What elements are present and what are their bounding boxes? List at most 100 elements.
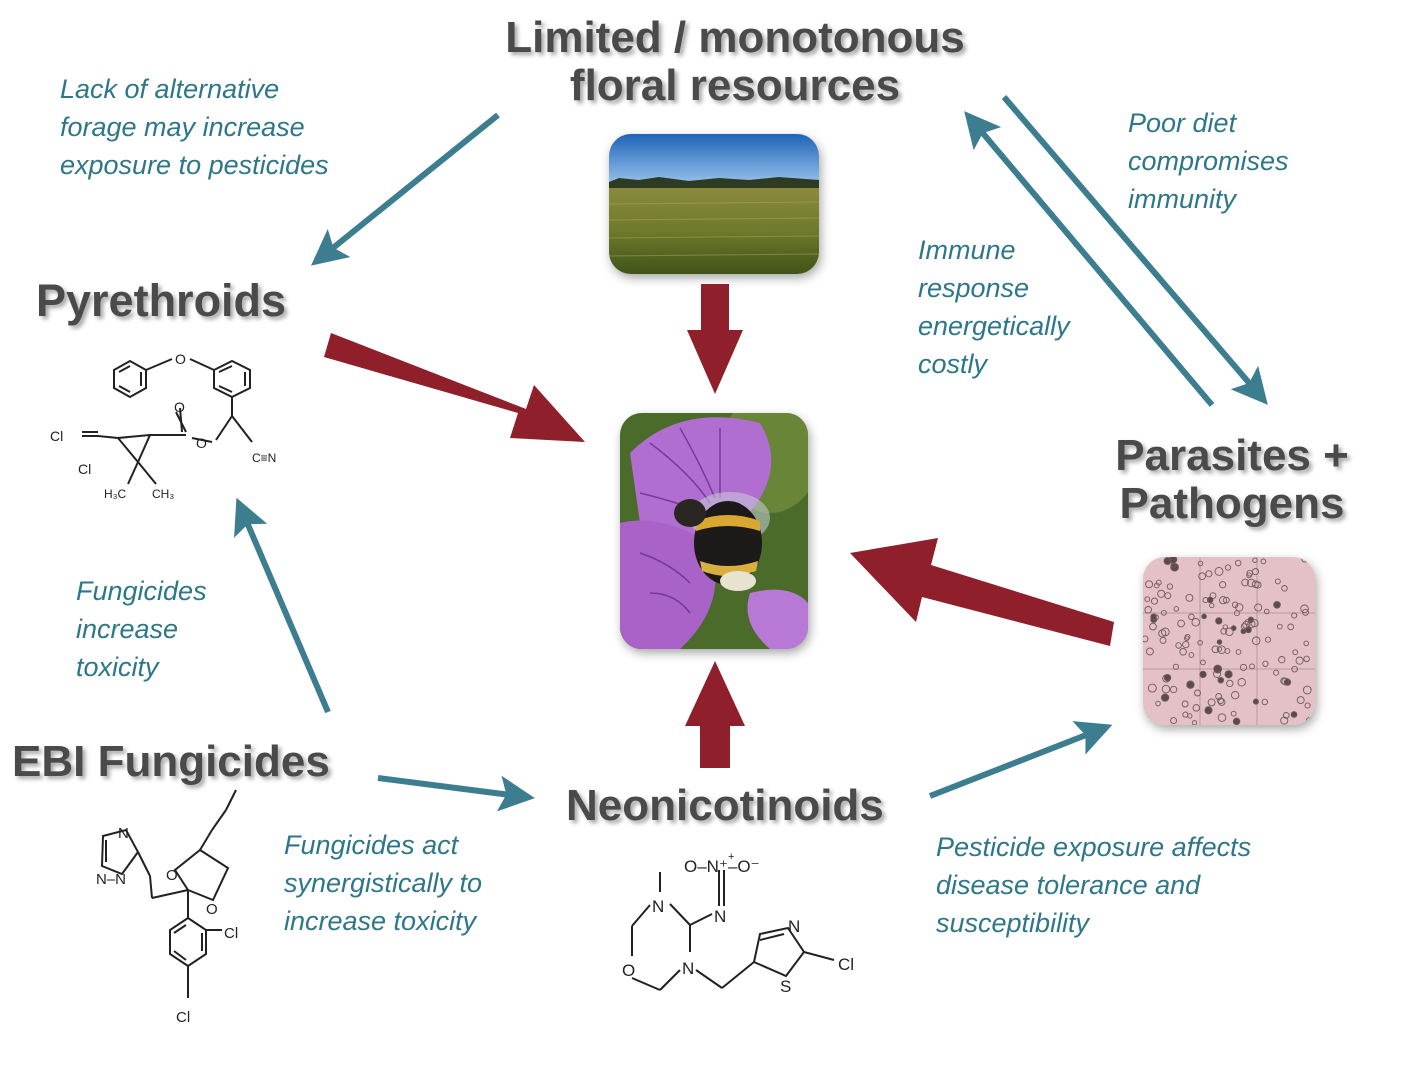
micrograph-cell: [1155, 579, 1162, 586]
micrograph-cell: [1264, 608, 1270, 615]
micrograph-cell: [1246, 572, 1252, 579]
neonic-nitro: O–N⁺–O⁻: [684, 857, 760, 876]
micrograph-cell: [1211, 645, 1220, 654]
micrograph-cell: [1232, 717, 1241, 725]
neonic-n-eq: N: [714, 907, 726, 926]
note-line: susceptibility: [936, 908, 1090, 938]
arrow-parasites-to-bee: [850, 538, 1114, 646]
field-photo-image: [609, 134, 819, 274]
micrograph-cell: [1303, 640, 1309, 647]
micrograph-cell: [1170, 717, 1178, 725]
note-line: Fungicides: [76, 576, 207, 606]
note-line: Lack of alternative: [60, 74, 280, 104]
micrograph-cell: [1145, 580, 1154, 589]
arrow-floral-to-pyrethroids: [310, 112, 500, 266]
micrograph-cell: [1292, 649, 1299, 656]
micrograph-cell: [1182, 640, 1190, 649]
note-line: Fungicides act: [284, 830, 459, 860]
immune-note: Immune response energetically costly: [918, 231, 1070, 383]
micrograph-cell: [1179, 648, 1187, 656]
micrograph-cell: [1287, 623, 1295, 631]
micrograph-image: [1143, 557, 1315, 725]
bee-photo-image: [620, 413, 808, 649]
micrograph-cell: [1144, 596, 1151, 603]
fungicides-toxicity-note: Fungicides increase toxicity: [76, 572, 207, 686]
micrograph-cell: [1188, 613, 1195, 621]
micrograph-cell: [1281, 677, 1290, 686]
neonic-o-ring: O: [622, 961, 635, 980]
pyrethroid-molecule: [82, 358, 253, 485]
note-line: compromises: [1128, 146, 1289, 176]
micrograph-cell: [1182, 711, 1189, 718]
micrograph-cell: [1155, 700, 1161, 707]
micrograph-cell: [1197, 560, 1204, 567]
note-line: forage may increase: [60, 112, 305, 142]
note-line: exposure to pesticides: [60, 150, 329, 180]
micrograph-cell: [1273, 600, 1281, 609]
micrograph-cell: [1251, 636, 1261, 646]
micrograph-cell: [1300, 604, 1309, 614]
micrograph-cell: [1252, 557, 1258, 563]
micrograph-cell: [1282, 712, 1290, 719]
micrograph-cell: [1304, 702, 1311, 709]
micrograph-cell: [1163, 673, 1172, 682]
field-photo: [609, 134, 819, 274]
neonic-molecule: [631, 870, 835, 991]
micrograph-cell: [1291, 612, 1298, 619]
ebi-molecule: [100, 789, 237, 998]
parasites-heading: Parasites + Pathogens: [1106, 431, 1358, 529]
micrograph-cell: [1217, 697, 1225, 705]
note-line: synergistically to: [284, 868, 483, 898]
micrograph-cell: [1247, 616, 1255, 623]
micrograph-cell: [1205, 570, 1213, 578]
arrow-ebi-to-neonicotinoids: [377, 775, 535, 812]
micrograph-cell: [1198, 572, 1206, 581]
pyrethroid-ch3: CH₃: [152, 487, 174, 501]
micrograph-cell: [1260, 558, 1267, 565]
micrograph-cell: [1278, 656, 1286, 664]
micrograph-cell: [1197, 639, 1203, 646]
note-line: increase: [76, 614, 179, 644]
micrograph-cell: [1262, 660, 1269, 667]
micrograph-cell: [1226, 679, 1234, 688]
parasites-micrograph: [1143, 557, 1315, 725]
micrograph-cell: [1217, 645, 1226, 654]
floral-heading-line2: floral resources: [569, 61, 901, 111]
micrograph-cell: [1274, 578, 1281, 585]
micrograph-cell: [1144, 606, 1152, 614]
micrograph-cell: [1295, 656, 1304, 665]
bee-flower-photo: [620, 413, 808, 649]
micrograph-cell: [1222, 624, 1228, 630]
note-line: toxicity: [76, 652, 159, 682]
neonic-cl: Cl: [838, 955, 854, 974]
note-line: costly: [918, 349, 988, 379]
micrograph-cell: [1239, 663, 1248, 671]
micrograph-cell: [1157, 589, 1166, 598]
micrograph-cell: [1302, 685, 1312, 695]
micrograph-cell: [1217, 676, 1225, 684]
micrograph-cell: [1150, 613, 1157, 620]
arrow-parasites-to-floral: [964, 111, 1215, 407]
arrow-neonicotinoids-to-parasites: [928, 721, 1113, 799]
ebi-o1: O: [166, 867, 178, 884]
ebi-n2: N–N: [96, 871, 126, 888]
micrograph-cell: [1249, 663, 1255, 670]
micrograph-cell: [1234, 559, 1242, 567]
floral-heading: Limited / monotonous floral resources: [495, 13, 975, 111]
synergy-note: Fungicides act synergistically to increa…: [284, 826, 482, 940]
micrograph-cell: [1212, 669, 1222, 678]
micrograph-cell: [1264, 636, 1272, 643]
micrograph-cell: [1200, 659, 1206, 666]
micrograph-cell: [1246, 569, 1254, 577]
micrograph-cell: [1235, 649, 1242, 655]
neonic-n-thz: N: [788, 917, 800, 936]
micrograph-cell: [1281, 585, 1288, 592]
micrograph-cell: [1166, 583, 1174, 590]
micrograph-cell: [1214, 566, 1224, 576]
neonic-n-me: N: [652, 897, 664, 916]
note-line: immunity: [1128, 184, 1237, 214]
micrograph-cell: [1158, 629, 1167, 638]
note-line: energetically: [918, 311, 1070, 341]
